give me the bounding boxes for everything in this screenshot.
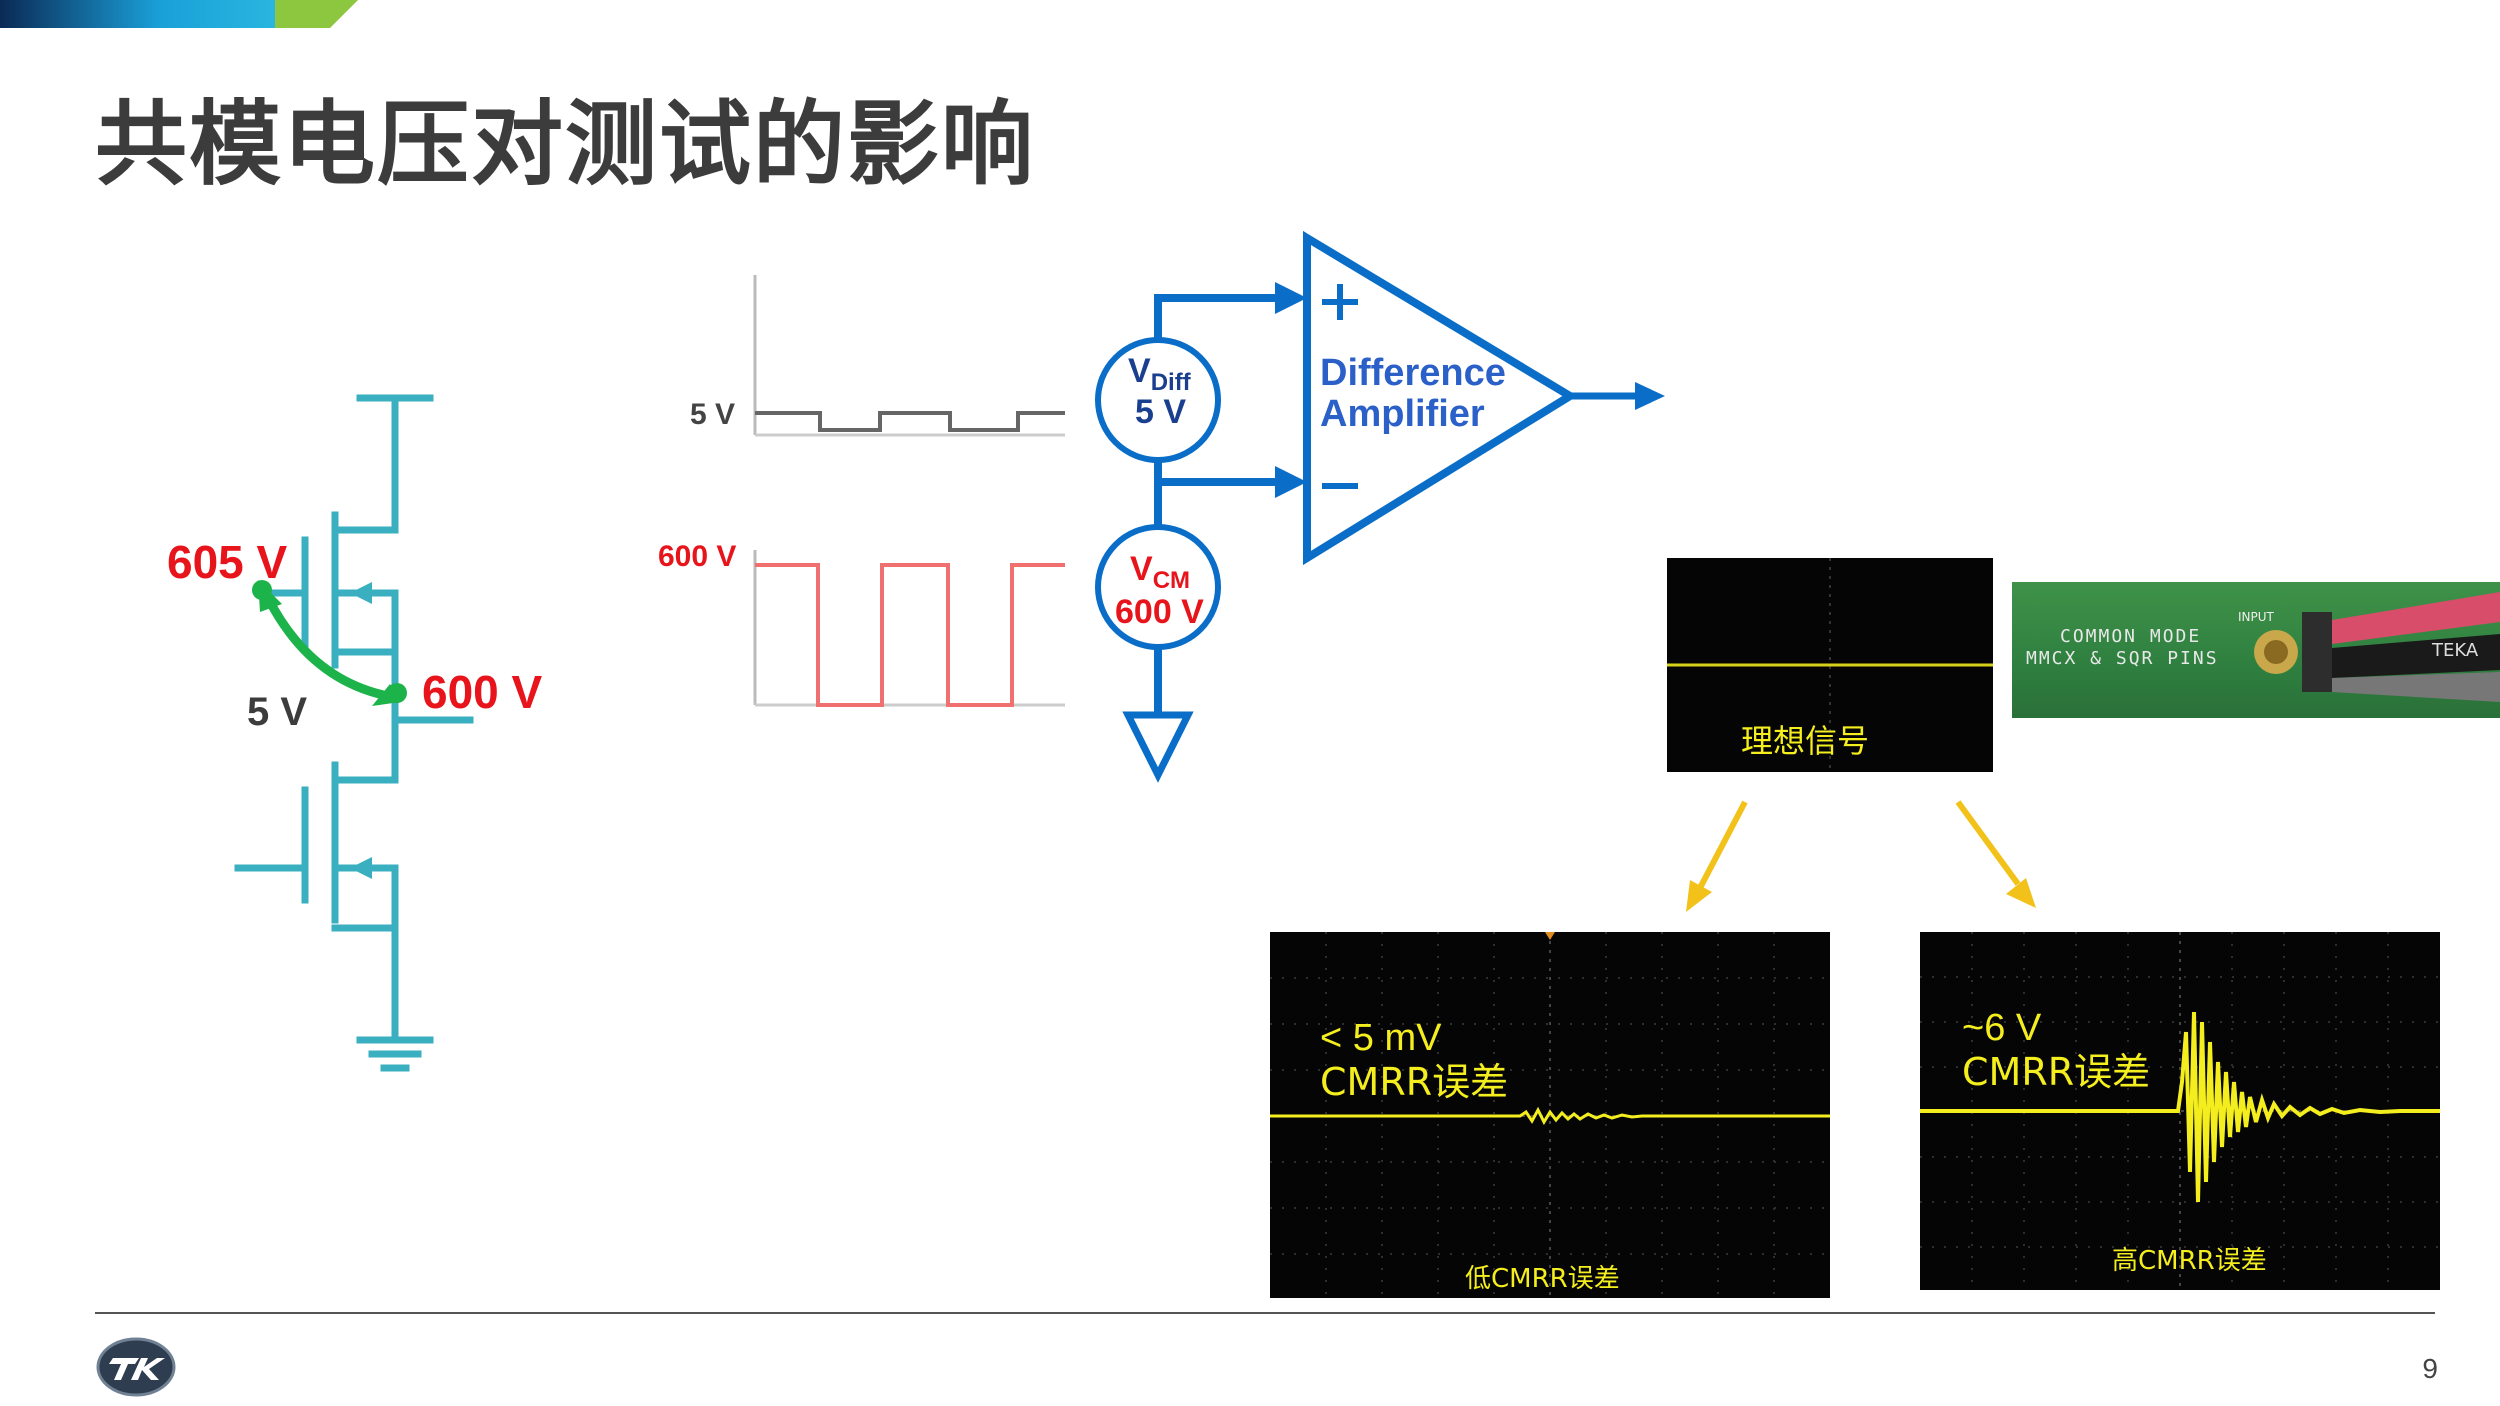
- scope-low-error-label: CMRR误差: [1320, 1060, 1509, 1104]
- vcm-subscript: CM: [1152, 566, 1191, 594]
- waveform-label-600v: 600 V: [658, 540, 737, 573]
- page-title: 共模电压对测试的影响: [95, 91, 1036, 198]
- probe-photo: COMMON MODE MMCX & SQR PINS INPUT TEKA: [2012, 582, 2500, 718]
- voltage-label-5v: 5 V: [247, 690, 308, 734]
- company-logo: [96, 1337, 176, 1397]
- vdiff-symbol: V: [1128, 352, 1151, 390]
- scope-low-amplitude: < 5 mV: [1320, 1017, 1442, 1059]
- scope-low-trace: [1270, 1106, 1830, 1126]
- scope-low-cmrr: < 5 mV CMRR误差 低CMRR误差: [1270, 932, 1830, 1298]
- probe-photo-label-line1: COMMON MODE: [2060, 626, 2202, 647]
- difference-amplifier-diagram: [1095, 230, 1665, 783]
- scope-high-error-label: CMRR误差: [1962, 1050, 2151, 1094]
- vdiff-label: VDiff: [1128, 352, 1191, 397]
- branch-arrows: [1686, 800, 2036, 912]
- probe-photo-tag: TEKA: [2432, 640, 2479, 661]
- vcm-value: 600 V: [1115, 593, 1204, 631]
- red-square-wave: [755, 563, 1065, 707]
- scope-low-caption: 低CMRR误差: [1465, 1264, 1620, 1294]
- voltage-label-605v: 605 V: [167, 536, 288, 588]
- probe-photo-hardware: [2254, 592, 2500, 702]
- scope-ideal-caption: 理想信号: [1741, 722, 1870, 760]
- scope-high-trace: [1920, 1011, 2440, 1203]
- half-bridge-circuit: [234, 394, 474, 1072]
- header-accent-bar: [0, 0, 358, 28]
- footer-divider: [95, 1312, 2435, 1314]
- page-number: 9: [2422, 1353, 2438, 1384]
- scope-ideal-graticule: [1667, 558, 1993, 772]
- vdiff-subscript: Diff: [1150, 368, 1191, 396]
- probe-photo-label-line2: MMCX & SQR PINS: [2026, 648, 2219, 669]
- gray-square-wave: [755, 411, 1065, 432]
- vcm-symbol: V: [1130, 550, 1153, 588]
- amplifier-label-line1: Difference: [1320, 352, 1506, 394]
- scope-high-caption: 高CMRR误差: [2112, 1246, 2267, 1276]
- scope-ideal-signal: 理想信号: [1667, 558, 1993, 772]
- vdiff-source-circle: [1095, 337, 1221, 463]
- voltage-label-600v: 600 V: [422, 666, 543, 718]
- scope-high-cmrr: ~6 V CMRR误差 高CMRR误差: [1920, 932, 2440, 1290]
- waveform-panel: [753, 275, 1065, 707]
- waveform-label-5v: 5 V: [690, 398, 736, 431]
- probe-photo-input-label: INPUT: [2238, 610, 2274, 624]
- vdiff-value: 5 V: [1135, 393, 1187, 431]
- scope-high-graticule: [1920, 932, 2440, 1290]
- vcm-label: VCM: [1130, 550, 1190, 595]
- scope-low-graticule: [1270, 932, 1830, 1298]
- amplifier-label-line2: Amplifier: [1320, 393, 1485, 435]
- scope-high-amplitude: ~6 V: [1962, 1007, 2042, 1049]
- ground-symbol: [1122, 711, 1194, 783]
